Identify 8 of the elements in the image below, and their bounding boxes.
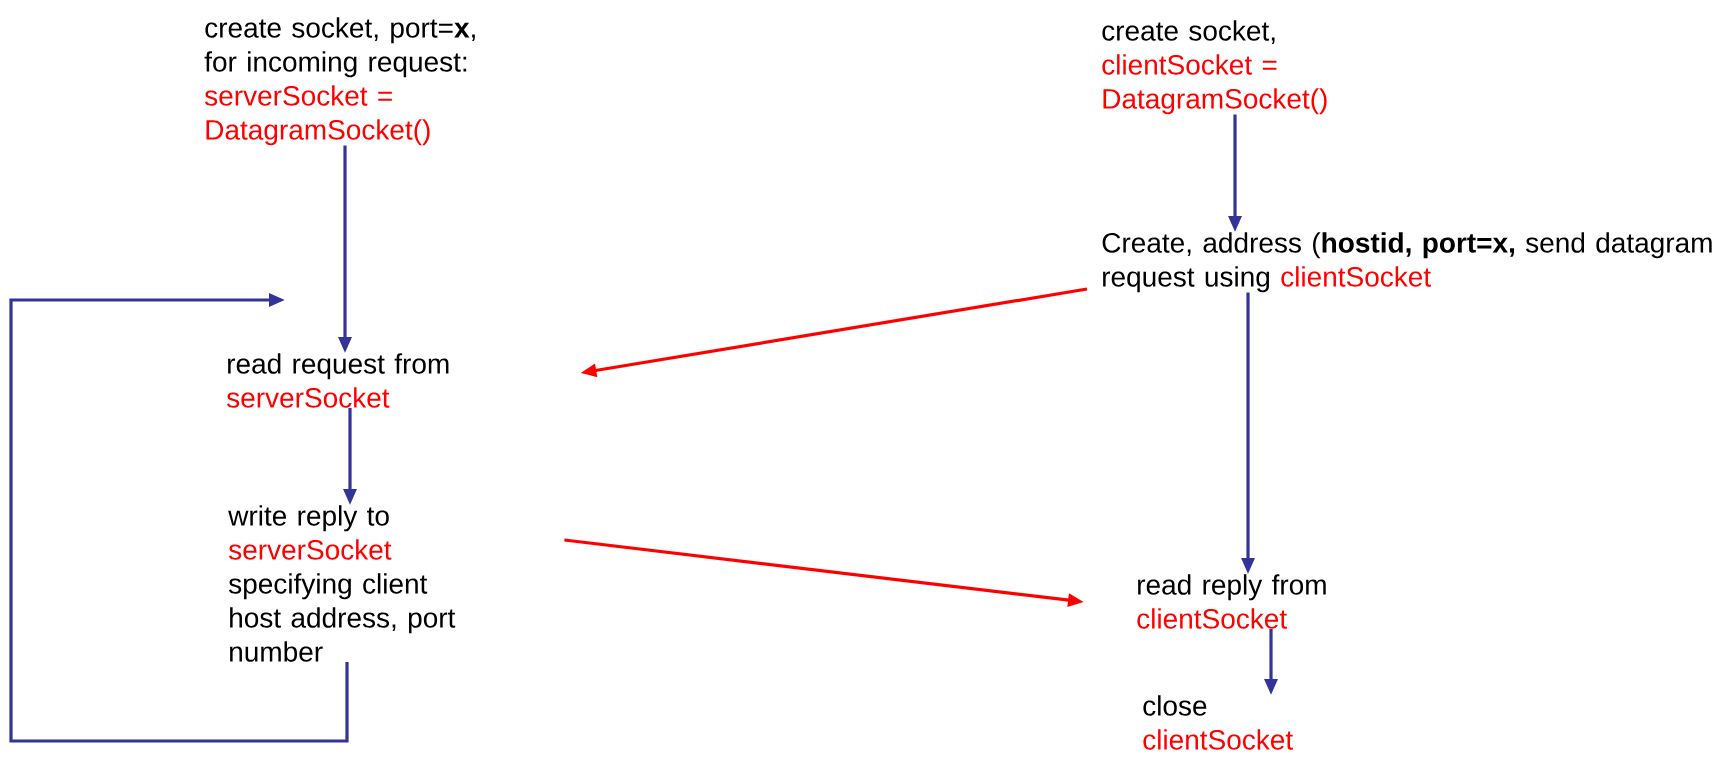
step-text: close clientSocket [1143, 695, 1293, 750]
step-text: read request from serverSocket [227, 353, 449, 408]
step-text: Create, address (hostid, port=x, send datagram request using clientSocket [1102, 232, 1712, 293]
step-text: read reply from clientSocket [1137, 574, 1326, 629]
step-text: create socket, clientSocket = DatagramSocket() [1102, 20, 1327, 115]
step-text: write reply to serverSocket specifying client host address, port number [228, 505, 456, 662]
step-text: create socket, port=x, for incoming request: serverSocket = DatagramSocket() [204, 17, 475, 146]
arrow [9, 293, 349, 743]
